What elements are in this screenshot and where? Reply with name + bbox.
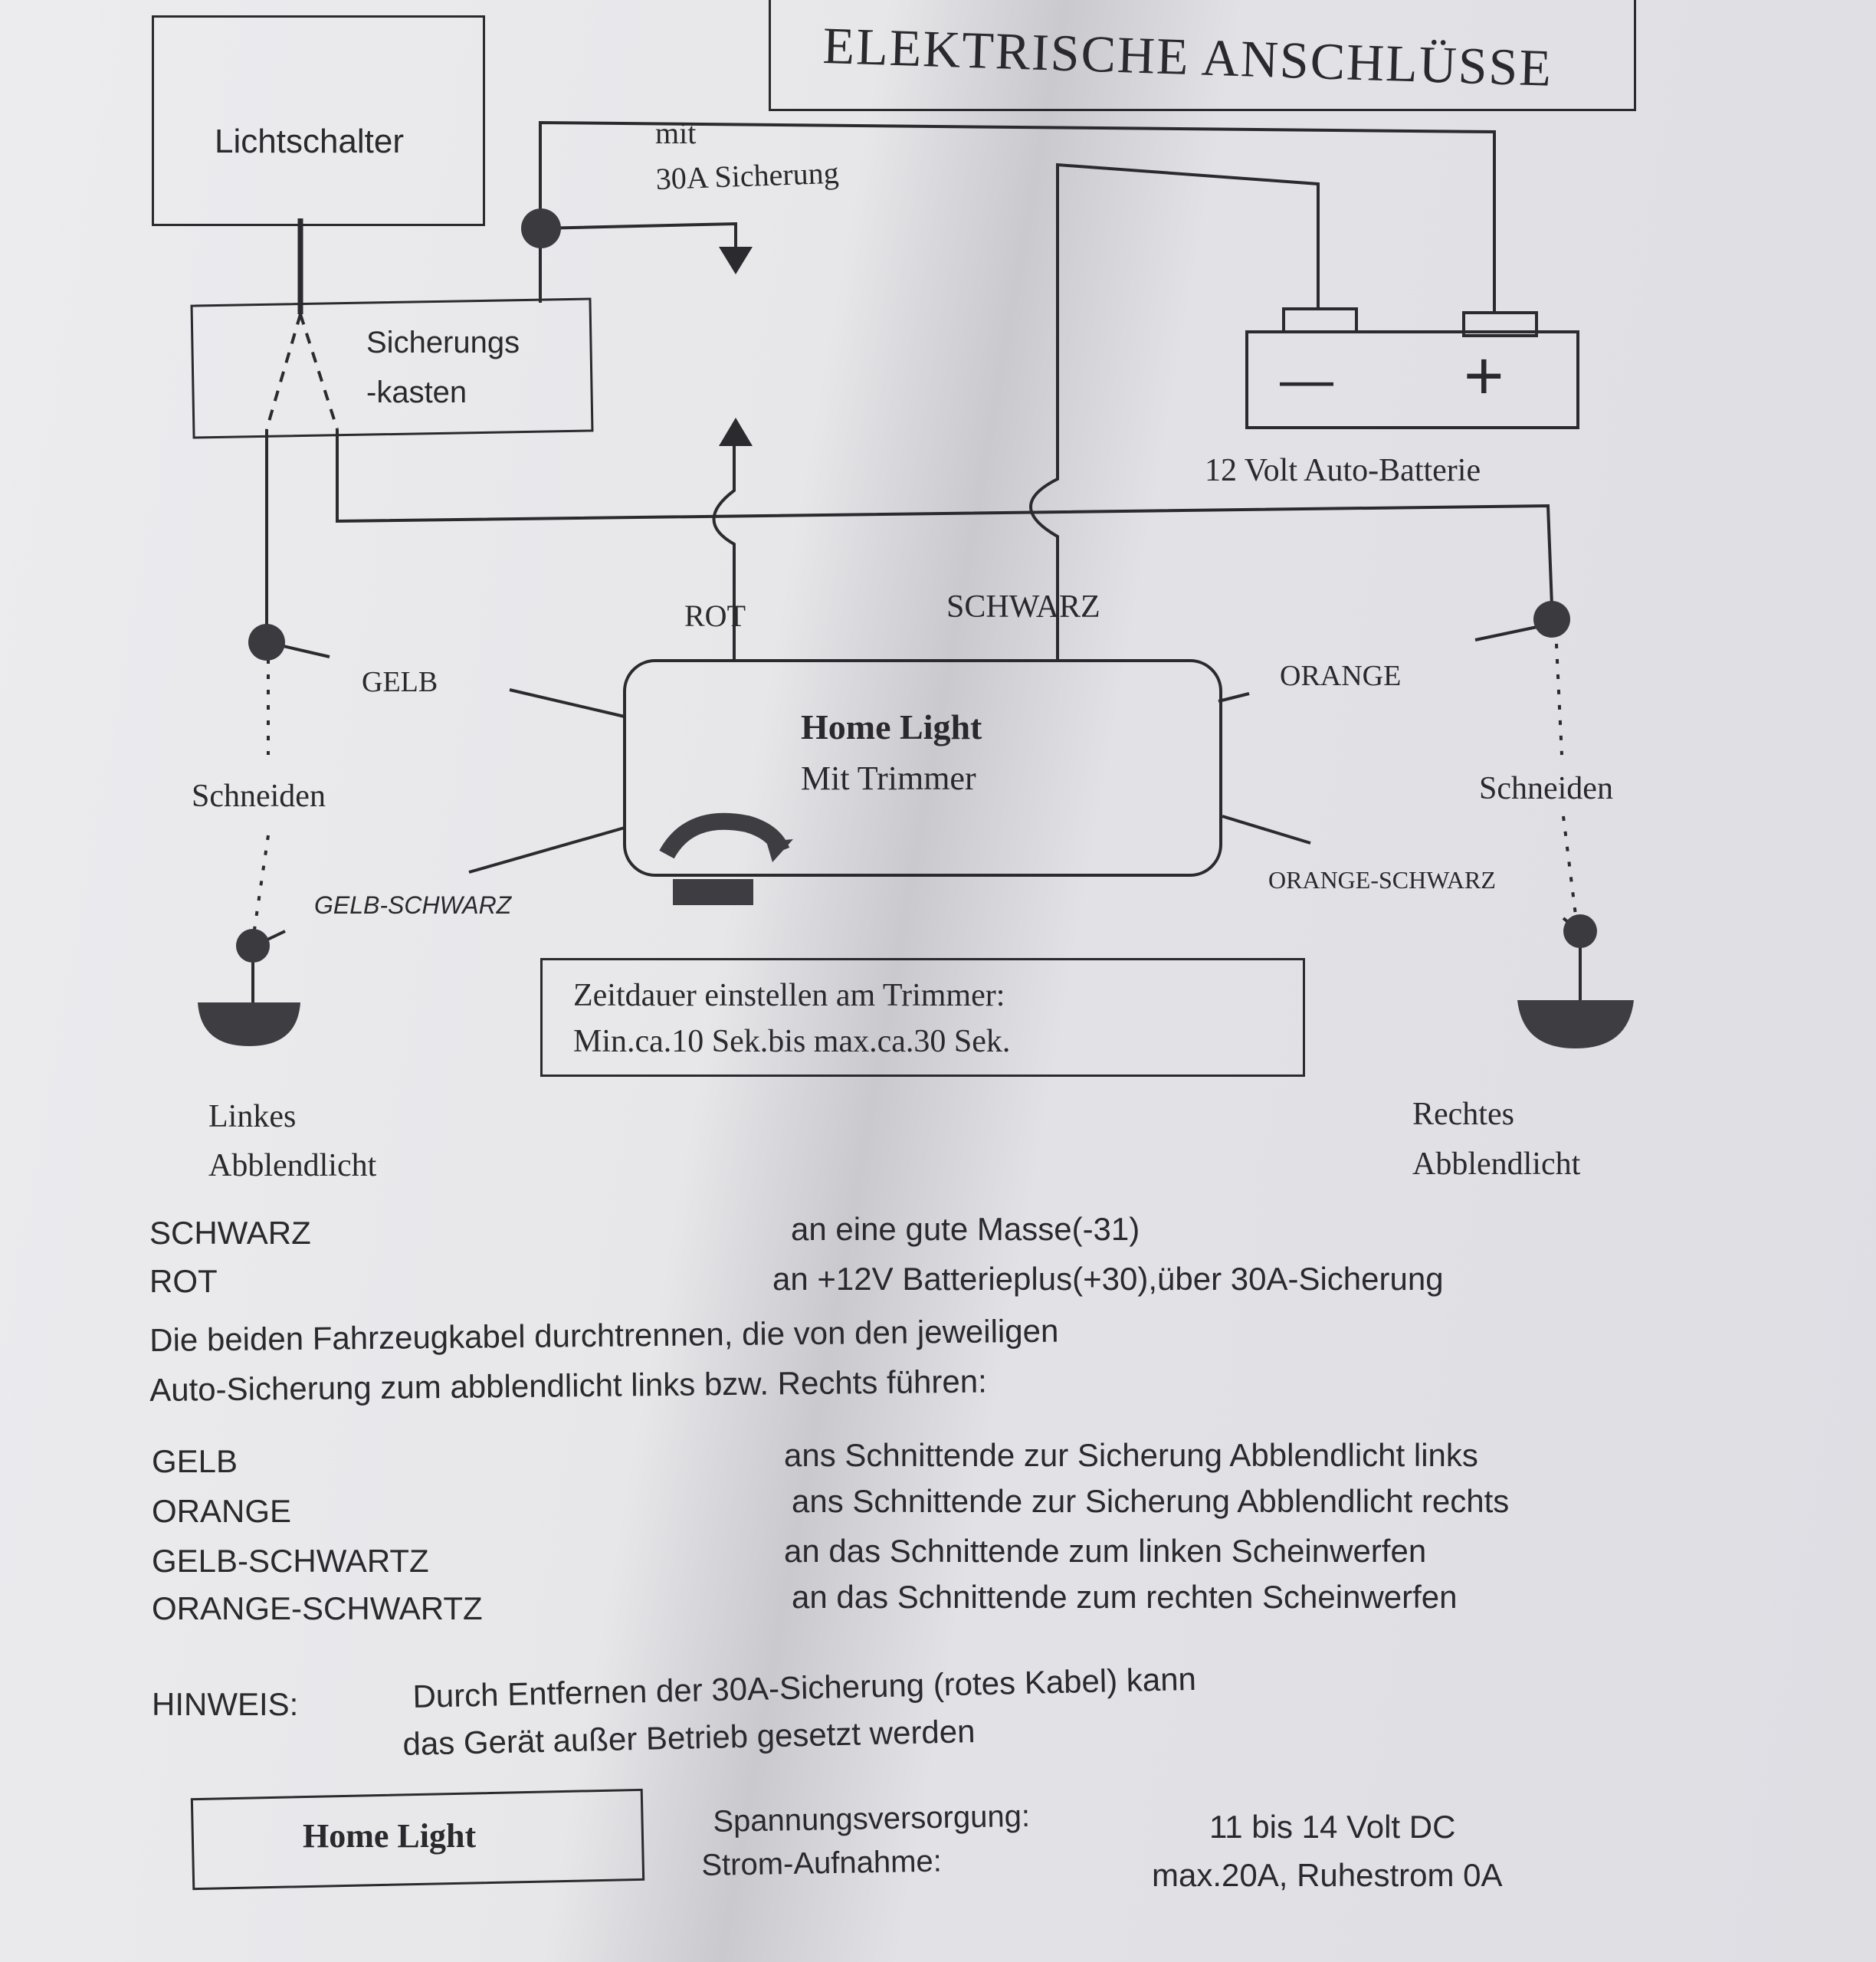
connector-left-lamp — [236, 929, 270, 963]
footer-spec1-value: 11 bis 14 Volt DC — [1209, 1809, 1456, 1845]
instruction2-value-orange-schwartz: an das Schnittende zum rechten Scheinwer… — [792, 1579, 1458, 1615]
instruction2-label-gelb: GELB — [152, 1443, 238, 1479]
wire-fuse-arrow — [540, 221, 737, 261]
connector-gelb — [248, 624, 285, 661]
arrow-up — [719, 418, 753, 446]
wire-fusebox-right — [336, 429, 1553, 606]
label-orange: ORANGE — [1280, 660, 1402, 692]
lamp-right-label-2: Abblendlicht — [1412, 1147, 1581, 1182]
footer-spec2-value: max.20A, Ruhestrom 0A — [1152, 1857, 1503, 1893]
label-gelb-schwarz: GELB-SCHWARZ — [314, 891, 512, 919]
battery-minus-sign: — — [1280, 349, 1333, 409]
module-box — [623, 659, 1222, 877]
label-orange-schwarz: ORANGE-SCHWARZ — [1268, 866, 1496, 894]
trimmer-note-1: Zeitdauer einstellen am Trimmer: — [573, 978, 1005, 1013]
trimmer-arrow-head — [766, 839, 793, 862]
sicherungskasten-label-2: -kasten — [366, 376, 467, 409]
instruction2-value-orange: ans Schnittende zur Sicherung Abblendlic… — [792, 1483, 1510, 1519]
trimmer-rotate-arrow — [659, 812, 790, 859]
battery-terminal-plus — [1462, 311, 1538, 337]
instruction-label-schwarz: SCHWARZ — [149, 1215, 311, 1251]
label-schwarz: SCHWARZ — [946, 589, 1100, 625]
wire-right-dotted-lower — [1562, 815, 1579, 928]
instruction2-value-gelb-schwartz: an das Schnittende zum linken Scheinwerf… — [784, 1533, 1427, 1569]
trimmer-note-2: Min.ca.10 Sek.bis max.ca.30 Sek. — [573, 1024, 1011, 1059]
instruction-value-schwarz: an eine gute Masse(-31) — [791, 1211, 1140, 1247]
wire-schwarz — [1029, 162, 1320, 659]
title-box — [769, 0, 1636, 111]
battery-body — [1245, 330, 1579, 429]
wire-dashed-internal — [265, 313, 339, 430]
connector-orange — [1533, 601, 1570, 638]
footer-spec1-label: Spannungsversorgung: — [713, 1799, 1031, 1839]
lamp-right-label-1: Rechtes — [1412, 1097, 1514, 1132]
instruction2-label-orange-schwartz: ORANGE-SCHWARTZ — [152, 1590, 483, 1626]
lamp-left — [198, 1002, 300, 1046]
instruction-label-rot: ROT — [149, 1263, 218, 1299]
label-schneiden-right: Schneiden — [1479, 771, 1613, 806]
connector-fuse — [521, 208, 561, 248]
module-subtitle: Mit Trimmer — [801, 760, 976, 797]
trimmer-knob — [673, 879, 753, 905]
label-rot: ROT — [684, 599, 746, 633]
footer-spec2-label: Strom-Aufnahme: — [701, 1844, 943, 1882]
wire-orange-schwarz — [1222, 815, 1311, 845]
label-gelb: GELB — [362, 666, 438, 698]
sicherungskasten-box — [190, 297, 594, 439]
arrow-down — [719, 247, 753, 274]
wire-right-dotted — [1554, 628, 1563, 756]
lamp-right — [1517, 1000, 1634, 1048]
instruction2-label-orange: ORANGE — [152, 1493, 292, 1529]
lamp-left-label-2: Abblendlicht — [208, 1148, 377, 1183]
connector-right-lamp — [1563, 914, 1597, 948]
wire-gelb-schwarz — [468, 826, 625, 874]
lamp-left-label-1: Linkes — [208, 1099, 297, 1134]
wire-fuse-to-battery-plus — [539, 120, 1496, 313]
instruction2-label-gelb-schwartz: GELB-SCHWARTZ — [152, 1543, 429, 1579]
trimmer-note-box — [540, 958, 1305, 1077]
label-schneiden-left: Schneiden — [192, 779, 326, 814]
battery-terminal-minus — [1282, 307, 1358, 333]
lichtschalter-label: Lichtschalter — [215, 123, 405, 160]
module-title: Home Light — [801, 707, 982, 746]
wire-rot — [712, 441, 736, 659]
fuse-note-1: mit — [655, 116, 697, 150]
hinweis-label: HINWEIS: — [152, 1686, 299, 1722]
instruction-value-rot: an +12V Batterieplus(+30),über 30A-Siche… — [772, 1261, 1444, 1297]
footer-product-label: Home Light — [303, 1817, 477, 1855]
wire-left-dotted-lower — [250, 835, 270, 951]
battery-label: 12 Volt Auto-Batterie — [1205, 453, 1481, 488]
wire-orange — [1218, 692, 1250, 703]
instruction2-value-gelb: ans Schnittende zur Sicherung Abblendlic… — [784, 1437, 1478, 1473]
lichtschalter-box — [152, 15, 485, 226]
battery-plus-sign: + — [1464, 338, 1504, 415]
wire-gelb — [509, 688, 625, 718]
fuse-note-2: 30A Sicherung — [655, 155, 840, 196]
sicherungskasten-label-1: Sicherungs — [366, 326, 520, 359]
